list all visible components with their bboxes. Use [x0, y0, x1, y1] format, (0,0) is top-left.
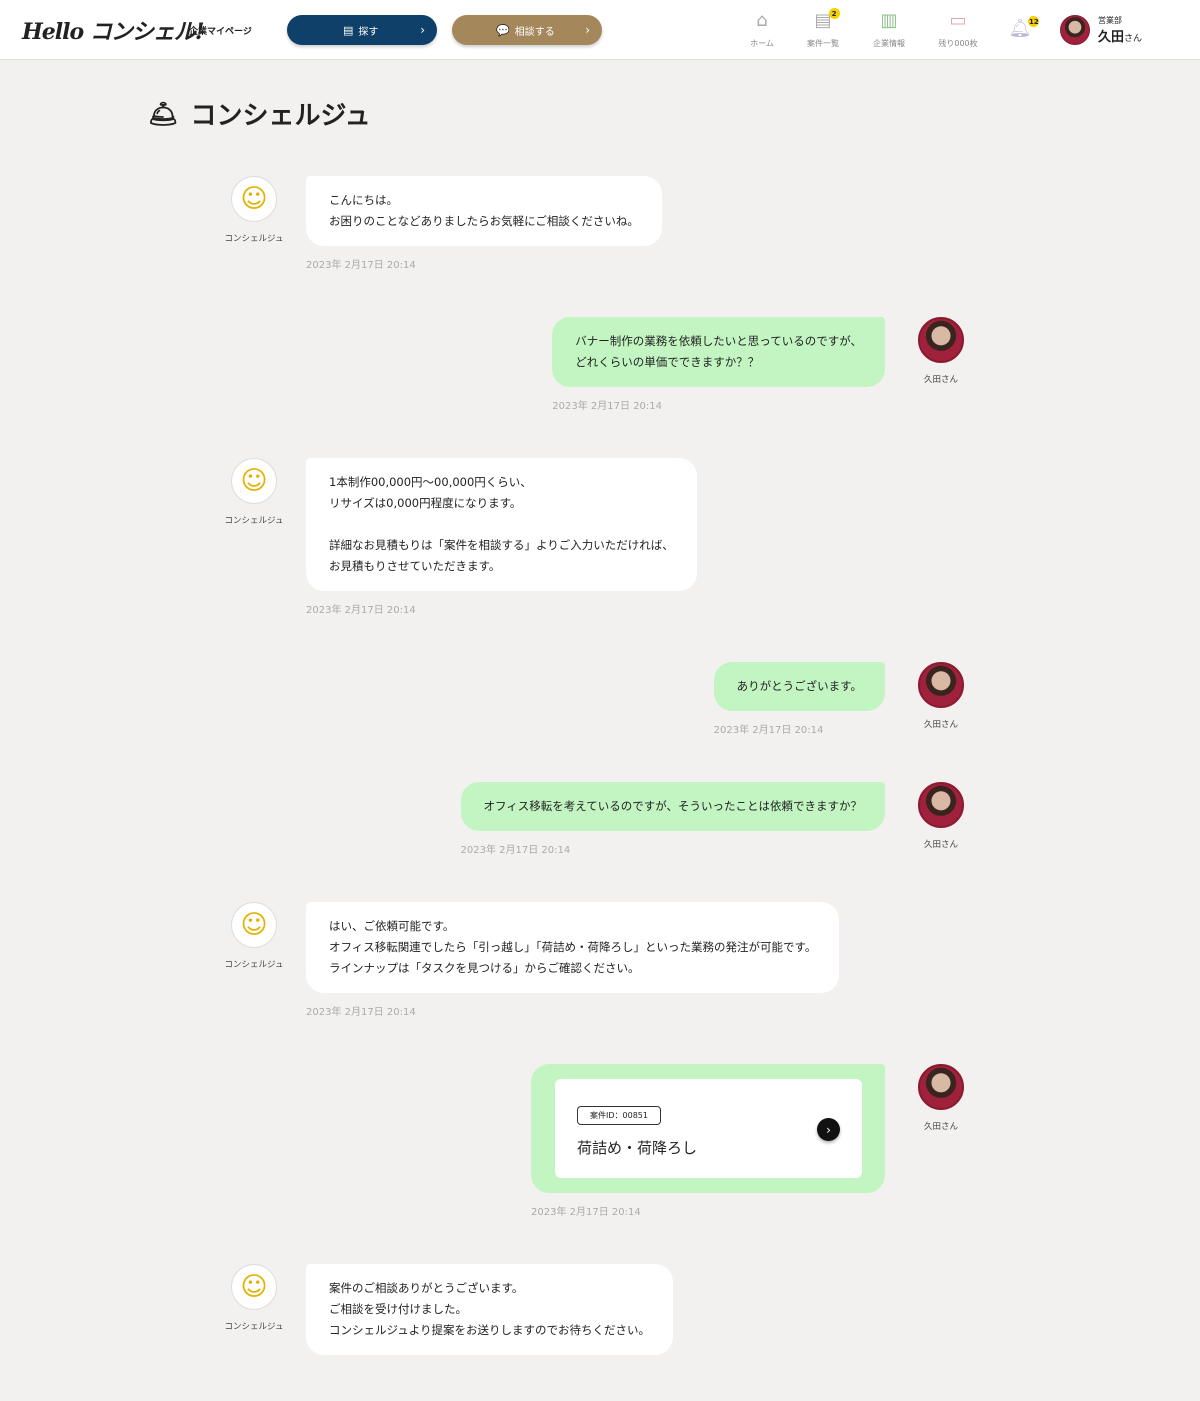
- user-avatar: [918, 782, 964, 828]
- sender-label: 久田さん: [923, 720, 958, 730]
- chat-thread: ☺ コンシェルジュ こんにちは。 お困りのことなどありましたらお気軽にご相談ください…: [0, 176, 1200, 1401]
- nav-label: 案件一覧: [807, 39, 839, 48]
- chevron-right-icon: ›: [585, 23, 590, 37]
- concierge-avatar: ☺: [231, 902, 277, 948]
- message-bubble: こんにちは。 お困りのことなどありましたらお気軽にご相談くださいね。: [306, 176, 662, 246]
- home-icon: ⌂: [756, 10, 768, 31]
- concierge-message: ☺ コンシェルジュ 案件のご相談ありがとうございます。 ご相談を受け付けました。 コ…: [0, 1264, 1200, 1355]
- nav-label: 残り000枚: [938, 39, 978, 48]
- notifications-button[interactable]: 🔔︎12: [990, 16, 1050, 42]
- concierge-avatar-block: ☺ コンシェルジュ: [219, 902, 289, 970]
- sender-label: コンシェルジュ: [224, 1322, 284, 1332]
- nav-label: 企業情報: [873, 39, 905, 48]
- chevron-right-icon: ›: [420, 23, 425, 37]
- user-avatar-block: 久田さん: [906, 782, 976, 850]
- user-message: 久田さん オフィス移転を考えているのですが、そういったことは依頼できますか？ 202…: [0, 782, 1200, 856]
- nav-label: ホーム: [750, 39, 774, 48]
- user-message: 久田さん ありがとうございます。 2023年 2月17日 20:14: [0, 662, 1200, 736]
- chat-icon: 💬: [496, 23, 510, 37]
- user-name: 久田さん: [1098, 30, 1143, 45]
- search-label: 探す: [358, 26, 379, 38]
- message-bubble: 1本制作00,000円〜00,000円くらい、 リサイズは0,000円程度になり…: [306, 458, 697, 591]
- nav-projects[interactable]: ▤2 案件一覧: [793, 8, 853, 49]
- user-message: 久田さん バナー制作の業務を依頼したいと思っているのですが、 どれくらいの単価でで…: [0, 317, 1200, 412]
- user-menu[interactable]: 営業部久田さん: [1060, 15, 1142, 45]
- concierge-message: ☺ コンシェルジュ こんにちは。 お困りのことなどありましたらお気軽にご相談ください…: [0, 176, 1200, 271]
- page-title: 🛎︎コンシェルジュ: [148, 99, 371, 132]
- logo[interactable]: Hello コンシェル!: [22, 19, 204, 45]
- concierge-avatar: ☺: [231, 176, 277, 222]
- user-avatar: [918, 662, 964, 708]
- consult-button[interactable]: 💬 相談する ›: [452, 15, 602, 45]
- sender-label: コンシェルジュ: [224, 234, 284, 244]
- timestamp: 2023年 2月17日 20:14: [306, 260, 416, 271]
- sender-label: 久田さん: [923, 1122, 958, 1132]
- message-bubble: 案件のご相談ありがとうございます。 ご相談を受け付けました。 コンシェルジュより…: [306, 1264, 673, 1355]
- sender-label: コンシェルジュ: [224, 516, 284, 526]
- message-bubble: バナー制作の業務を依頼したいと思っているのですが、 どれくらいの単価でできますか…: [552, 317, 885, 387]
- concierge-message: ☺ コンシェルジュ はい、ご依頼可能です。 オフィス移転関連でしたら「引っ越し」「荷…: [0, 902, 1200, 1018]
- document-list-icon: ▤2: [814, 8, 840, 34]
- nav-tickets[interactable]: ▭ 残り000枚: [928, 10, 988, 49]
- sender-label: 久田さん: [923, 840, 958, 850]
- user-dept: 営業部: [1098, 16, 1122, 25]
- consult-label: 相談する: [514, 26, 555, 38]
- sender-label: 久田さん: [923, 375, 958, 385]
- avatar: [1060, 15, 1090, 45]
- timestamp: 2023年 2月17日 20:14: [713, 725, 824, 736]
- message-bubble: はい、ご依頼可能です。 オフィス移転関連でしたら「引っ越し」「荷詰め・荷降ろし」…: [306, 902, 840, 993]
- sender-label: コンシェルジュ: [224, 960, 284, 970]
- concierge-message: ☺ コンシェルジュ 1本制作00,000円〜00,000円くらい、 リサイズは0,0…: [0, 458, 1200, 616]
- logo-subtitle: 企業マイページ: [189, 27, 252, 37]
- user-avatar-block: 久田さん: [906, 317, 976, 385]
- user-message: 久田さん 案件ID：00851 荷詰め・荷降ろし › 2023年 2月17日 20:14: [0, 1064, 1200, 1218]
- bell-icon: 🔔︎12: [1008, 16, 1040, 39]
- badge: 2: [828, 8, 840, 19]
- timestamp: 2023年 2月17日 20:14: [531, 1207, 641, 1218]
- concierge-avatar: ☺: [231, 1264, 277, 1310]
- building-icon: ▥: [880, 10, 898, 31]
- concierge-avatar-block: ☺ コンシェルジュ: [219, 1264, 289, 1332]
- user-avatar: [918, 1064, 964, 1110]
- concierge-avatar: ☺: [231, 458, 277, 504]
- timestamp: 2023年 2月17日 20:14: [552, 401, 663, 412]
- search-button[interactable]: ▤ 探す ›: [287, 15, 437, 45]
- timestamp: 2023年 2月17日 20:14: [306, 1007, 416, 1018]
- user-avatar-block: 久田さん: [906, 1064, 976, 1132]
- header: Hello コンシェル! 企業マイページ ▤ 探す › 💬 相談する › ⌂ ホーム ▤2…: [0, 0, 1200, 60]
- user-avatar-block: 久田さん: [906, 662, 976, 730]
- project-card[interactable]: 案件ID：00851 荷詰め・荷降ろし ›: [555, 1079, 862, 1178]
- nav-company[interactable]: ▥ 企業情報: [859, 10, 919, 49]
- message-bubble: オフィス移転を考えているのですが、そういったことは依頼できますか？: [460, 782, 885, 831]
- concierge-avatar-block: ☺ コンシェルジュ: [219, 176, 289, 244]
- notification-badge: 12: [1028, 16, 1040, 27]
- concierge-avatar-block: ☺ コンシェルジュ: [219, 458, 289, 526]
- document-search-icon: ▤: [343, 23, 354, 37]
- timestamp: 2023年 2月17日 20:14: [460, 845, 571, 856]
- project-title: 荷詰め・荷降ろし: [577, 1139, 698, 1157]
- nav-home[interactable]: ⌂ ホーム: [732, 10, 792, 49]
- user-avatar: [918, 317, 964, 363]
- concierge-bell-icon: 🛎︎: [148, 99, 179, 128]
- timestamp: 2023年 2月17日 20:14: [306, 605, 416, 616]
- message-bubble: ありがとうございます。: [713, 662, 885, 711]
- chevron-right-icon[interactable]: ›: [817, 1118, 840, 1141]
- project-id: 案件ID：00851: [577, 1106, 661, 1125]
- project-card-bubble: 案件ID：00851 荷詰め・荷降ろし ›: [531, 1064, 885, 1193]
- ticket-icon: ▭: [949, 10, 967, 31]
